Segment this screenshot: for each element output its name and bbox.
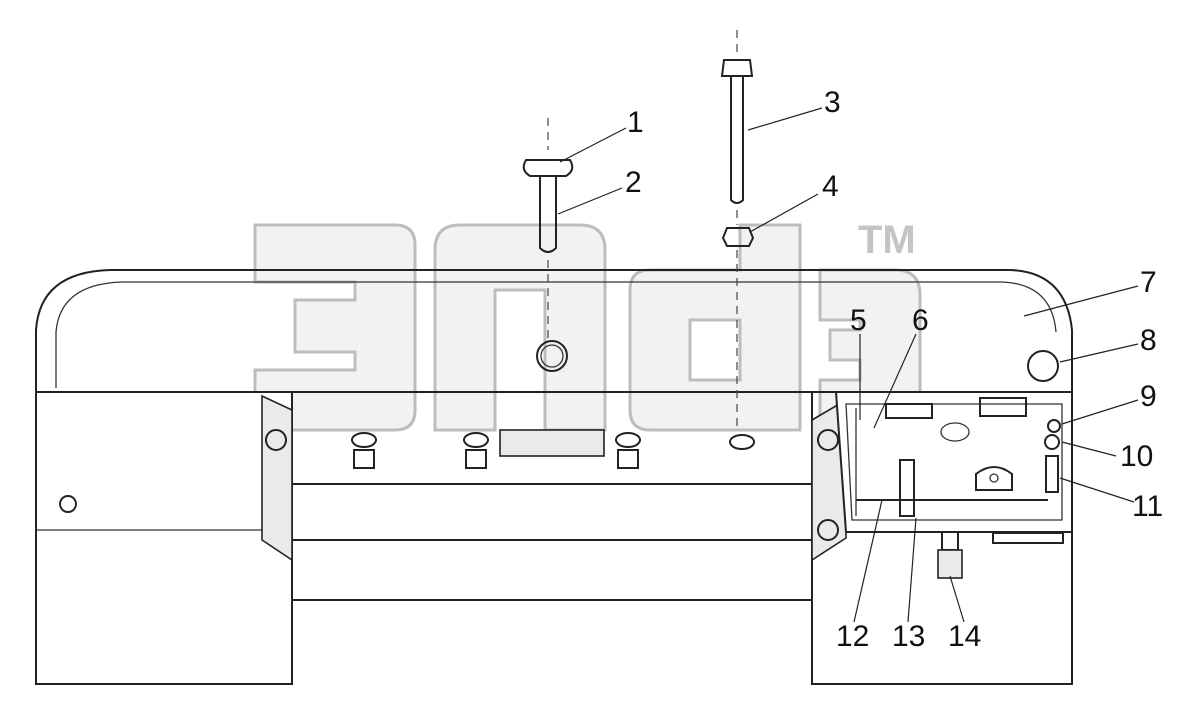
watermark-logo: TM — [253, 218, 922, 432]
watermark-letter-3 — [628, 223, 802, 432]
callout-4: 4 — [822, 170, 839, 203]
bolt-icon — [615, 432, 641, 469]
callout-14: 14 — [948, 620, 981, 653]
hole-icon — [59, 495, 77, 513]
open-compartment — [834, 391, 1073, 579]
watermark-letter-1 — [253, 223, 417, 432]
slot-plate — [499, 429, 605, 457]
bolt-icon — [463, 432, 489, 469]
exploded-parts — [522, 30, 755, 430]
nut-icon — [721, 227, 755, 247]
callout-8: 8 — [1140, 324, 1157, 357]
nut-seat-icon — [729, 434, 755, 450]
callout-13: 13 — [892, 620, 925, 653]
callout-10: 10 — [1120, 440, 1153, 473]
watermark-tm: TM — [858, 218, 916, 262]
callout-11: 11 — [1132, 490, 1163, 523]
bracket-plate — [899, 459, 915, 517]
bolt-icon — [351, 432, 377, 469]
cover-details — [536, 340, 1059, 382]
eye-bolt-icon — [522, 159, 574, 177]
callout-6: 6 — [912, 304, 929, 337]
callout-5: 5 — [850, 304, 867, 337]
callout-3: 3 — [824, 86, 841, 119]
plug-icon — [1027, 350, 1059, 382]
callout-7: 7 — [1140, 266, 1157, 299]
bolt-row — [351, 429, 755, 469]
housing-body — [35, 269, 1073, 685]
leader-lines — [557, 107, 1139, 623]
callout-12: 12 — [836, 620, 869, 653]
long-bolt-icon — [720, 59, 754, 77]
callout-9: 9 — [1140, 380, 1157, 413]
callout-labels: 1 2 3 4 5 6 7 8 9 10 11 12 13 14 — [625, 86, 1163, 653]
callout-1: 1 — [627, 106, 644, 139]
watermark-letter-2 — [433, 223, 607, 432]
callout-2: 2 — [625, 166, 642, 199]
